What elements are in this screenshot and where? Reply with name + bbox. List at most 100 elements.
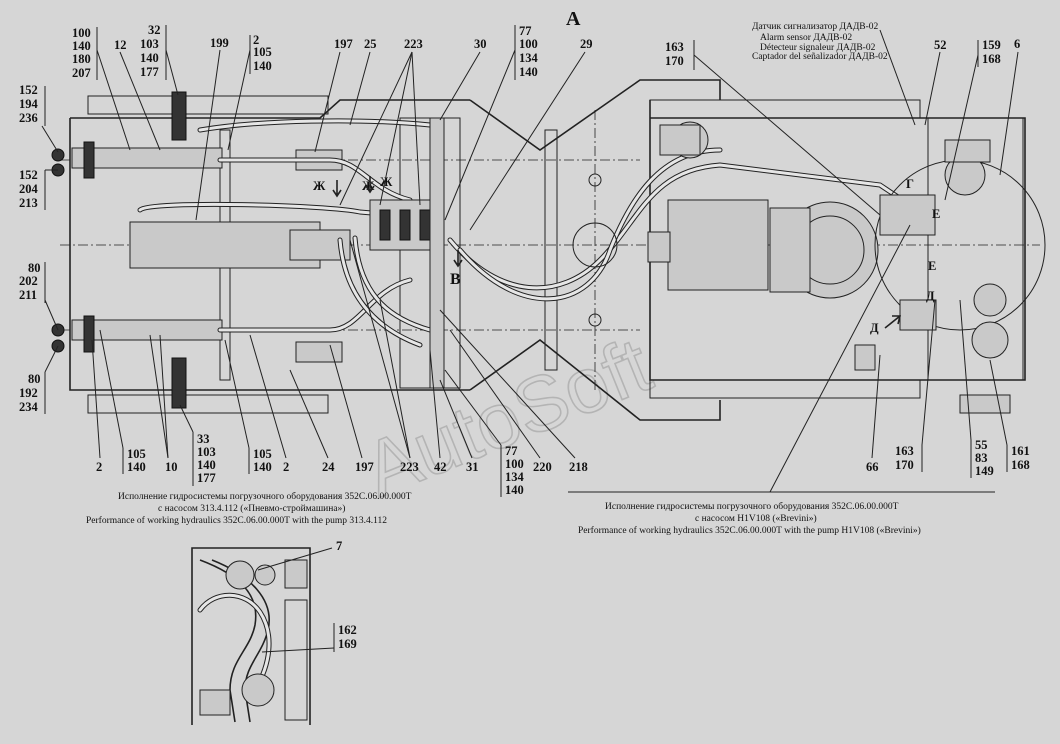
caption-left-line2: с насосом 313.4.112 («Пневмо-строймашина…: [158, 503, 345, 514]
callout-52: 52: [934, 38, 947, 52]
callout-162: 162: [338, 623, 357, 637]
callout-24: 24: [322, 460, 335, 474]
callout-163-a: 163: [665, 40, 684, 54]
callout-204: 204: [19, 182, 39, 196]
callout-168-b: 168: [1011, 458, 1030, 472]
callout-80-a: 80: [28, 261, 41, 275]
caption-right-line3: Performance of working hydraulics 352C.0…: [578, 525, 921, 536]
callout-100-c: 100: [505, 457, 524, 471]
callout-105-b: 105: [127, 447, 146, 461]
callout-30: 30: [474, 37, 487, 51]
caption-left: Исполнение гидросистемы погрузочного обо…: [86, 491, 412, 526]
callout-29: 29: [580, 37, 593, 51]
engine-and-pump: [572, 121, 879, 327]
caption-right: Исполнение гидросистемы погрузочного обо…: [578, 501, 921, 536]
callout-180: 180: [72, 52, 91, 66]
view-letter-e-2: Е: [928, 259, 936, 273]
callout-33: 33: [197, 432, 210, 446]
view-letters: Ж Ж Ж В Г Е Е Д Д: [313, 175, 940, 335]
callouts: 152 194 236 100 140 180 207 12 32 103 14…: [19, 23, 1030, 497]
callout-31: 31: [466, 460, 479, 474]
callout-2-b: 2: [96, 460, 102, 474]
callout-140-e: 140: [127, 460, 146, 474]
callout-152-b: 152: [19, 168, 38, 182]
callout-177-a: 177: [140, 65, 159, 79]
control-valve-block: [369, 117, 445, 389]
view-letter-zh-1: Ж: [313, 179, 326, 193]
callout-77-a: 77: [519, 24, 532, 38]
view-letter-zh-3: Ж: [380, 175, 393, 189]
callout-170-a: 170: [665, 54, 684, 68]
callout-2-c: 2: [283, 460, 289, 474]
hoses-front: [447, 147, 913, 302]
sensor-caption: Датчик сигнализатор ДАДВ-02 Alarm sensor…: [752, 22, 916, 126]
callout-159: 159: [982, 38, 1001, 52]
callout-100-b: 100: [519, 37, 538, 51]
callout-152-a: 152: [19, 83, 38, 97]
caption-right-line2: с насосом H1V108 («Brevini»): [695, 513, 817, 524]
callout-7: 7: [336, 539, 342, 553]
caption-left-line1: Исполнение гидросистемы погрузочного обо…: [118, 491, 412, 502]
callout-140-a: 140: [72, 39, 91, 53]
callout-140-h: 140: [505, 483, 524, 497]
callout-100-a: 100: [72, 26, 91, 40]
callout-42: 42: [434, 460, 447, 474]
callout-161: 161: [1011, 444, 1030, 458]
callout-80-b: 80: [28, 372, 41, 386]
callout-170-b: 170: [895, 458, 914, 472]
view-letter-e-1: Е: [932, 207, 940, 221]
callout-134-b: 134: [505, 470, 525, 484]
callout-194: 194: [19, 97, 39, 111]
callout-83: 83: [975, 451, 988, 465]
callout-105-a: 105: [253, 45, 272, 59]
sensor-caption-es: Captador del señalizador ДАДВ-02: [752, 52, 888, 62]
callout-55: 55: [975, 438, 988, 452]
view-letter-g: Г: [906, 177, 914, 191]
inset-detail: 7 162 169: [191, 539, 357, 725]
sensor-caption-ru: Датчик сигнализатор ДАДВ-02: [752, 22, 879, 32]
caption-left-line3: Performance of working hydraulics 352C.0…: [86, 515, 387, 526]
callout-25: 25: [364, 37, 377, 51]
callout-236: 236: [19, 111, 38, 125]
callout-197-a: 197: [334, 37, 353, 51]
callout-220: 220: [533, 460, 552, 474]
leader-line: [769, 224, 911, 493]
callout-103-a: 103: [140, 37, 159, 51]
callout-211: 211: [19, 288, 37, 302]
view-letter-d: Д: [870, 321, 879, 335]
callout-223-a: 223: [404, 37, 423, 51]
sensor-caption-en: Alarm sensor ДАДВ-02: [760, 33, 852, 43]
view-letter-v: В: [450, 271, 461, 288]
callout-213: 213: [19, 196, 38, 210]
callout-149: 149: [975, 464, 994, 478]
callout-140-d: 140: [519, 65, 538, 79]
callout-77-b: 77: [505, 444, 518, 458]
callout-202: 202: [19, 274, 38, 288]
callout-103-b: 103: [197, 445, 216, 459]
callout-177-b: 177: [197, 471, 216, 485]
callout-169: 169: [338, 637, 357, 651]
view-label-a: A: [566, 8, 581, 30]
callout-140-f: 140: [197, 458, 216, 472]
callout-140-c: 140: [253, 59, 272, 73]
callout-32: 32: [148, 23, 161, 37]
callout-163-b: 163: [895, 444, 914, 458]
callout-234: 234: [19, 400, 39, 414]
sensor-caption-fr: Détecteur signaleur ДАДВ-02: [760, 43, 876, 53]
hoses-rear: [137, 118, 433, 348]
caption-right-line1: Исполнение гидросистемы погрузочного обо…: [605, 501, 899, 512]
callout-199: 199: [210, 36, 229, 50]
front-axle-hub: [854, 139, 1046, 414]
callout-197-b: 197: [355, 460, 374, 474]
callout-140-b: 140: [140, 51, 159, 65]
callout-168-a: 168: [982, 52, 1001, 66]
callout-2-a: 2: [253, 33, 259, 47]
callout-6: 6: [1014, 37, 1020, 51]
callout-140-g: 140: [253, 460, 272, 474]
view-letter-d-2: Д: [926, 289, 935, 303]
callout-134-a: 134: [519, 51, 539, 65]
callout-66: 66: [866, 460, 879, 474]
callout-218: 218: [569, 460, 588, 474]
callout-192: 192: [19, 386, 38, 400]
